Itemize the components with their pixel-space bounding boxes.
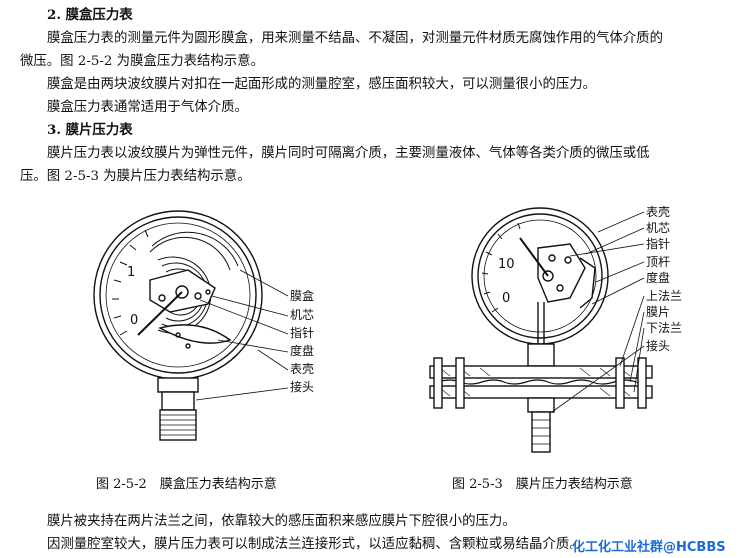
pointer [137, 291, 183, 336]
label-case: 表壳 [646, 205, 670, 219]
figure-diaphragm-gauge: 10 0 表壳 机芯 指针 顶杆 度盘 上法兰 膜片 下法兰 接头 [420, 198, 710, 460]
leader-lines [195, 269, 289, 401]
footer-paragraph-line: 膜片被夹持在两片法兰之间，依靠较大的感压面积来感应膜片下腔很小的压力。 [47, 514, 516, 529]
dial-number: 0 [502, 291, 510, 306]
pointer [519, 237, 549, 277]
label-capsule: 膜盒 [290, 288, 314, 303]
section-3-heading: 3. 膜片压力表 [47, 122, 133, 138]
connector [531, 411, 551, 453]
label-connector: 接头 [646, 338, 670, 353]
section-2-paragraph: 膜盒是由两块波纹膜片对扣在一起面形成的测量腔室，感压面积较大，可以测量很小的压力… [47, 77, 597, 92]
label-movement: 机芯 [290, 308, 314, 322]
label-pointer: 指针 [646, 236, 670, 251]
label-dial: 度盘 [290, 343, 314, 358]
movement-plate [149, 269, 216, 313]
diaphragm [437, 379, 647, 385]
section-2-paragraph: 膜盒压力表通常适用于气体介质。 [47, 100, 248, 115]
bolt [433, 357, 443, 409]
upper-flange [429, 365, 653, 379]
label-push-rod: 顶杆 [646, 255, 670, 269]
capsule-gauge-drawing: 1 0 膜盒 机芯 指针 度盘 表壳 接头 [93, 210, 314, 441]
figure-2-5-2-caption: 图 2-5-2 膜盒压力表结构示意 [96, 477, 277, 492]
diaphragm-gauge-drawing: 10 0 表壳 机芯 指针 顶杆 度盘 上法兰 膜片 下法兰 接头 [429, 205, 682, 453]
section-2-paragraph-line: 微压。图 2-5-2 为膜盒压力表结构示意。 [20, 54, 264, 69]
footer-paragraph-line: 因测量腔室较大，膜片压力表可以制成法兰连接形式，以适应黏稠、含颗粒或易结晶介质。 [47, 537, 583, 552]
dial-face [483, 219, 597, 333]
dial-number: 0 [130, 313, 138, 328]
label-diaphragm: 膜片 [646, 305, 670, 319]
label-upper-flange: 上法兰 [646, 289, 682, 303]
label-dial: 度盘 [646, 270, 670, 285]
gauge-bezel [477, 213, 603, 339]
label-pointer: 指针 [290, 325, 314, 340]
figure-diaphragm-capsule-gauge: 1 0 膜盒 机芯 指针 度盘 表壳 接头 [90, 200, 330, 460]
dial-scale-ticks [481, 222, 521, 313]
dial-number: 10 [498, 257, 515, 272]
label-case: 表壳 [290, 362, 314, 376]
movement [537, 243, 586, 303]
dial-number: 1 [127, 265, 135, 280]
section-3-paragraph-line: 压。图 2-5-3 为膜片压力表结构示意。 [20, 169, 251, 184]
label-connector: 接头 [290, 379, 314, 394]
dial-face [105, 222, 251, 368]
watermark: 化工化工业社群@HCBBS [572, 536, 726, 555]
leader-lines [551, 211, 645, 413]
section-3-paragraph-line: 膜片压力表以波纹膜片为弹性元件，膜片同时可隔离介质，主要测量液体、气体等各类介质… [47, 146, 650, 161]
figure-2-5-3-caption: 图 2-5-3 膜片压力表结构示意 [452, 477, 633, 492]
label-lower-flange: 下法兰 [646, 321, 682, 335]
gauge-bezel [99, 216, 257, 374]
section-2-paragraph-line: 膜盒压力表的测量元件为圆形膜盒，用来测量不结晶、不凝固，对测量元件材质无腐蚀作用… [47, 31, 663, 46]
dial-scale-ticks [112, 229, 149, 336]
socket-neck [157, 377, 199, 393]
section-2-heading: 2. 膜盒压力表 [47, 7, 133, 23]
label-movement: 机芯 [646, 221, 670, 235]
pivot [175, 285, 189, 299]
